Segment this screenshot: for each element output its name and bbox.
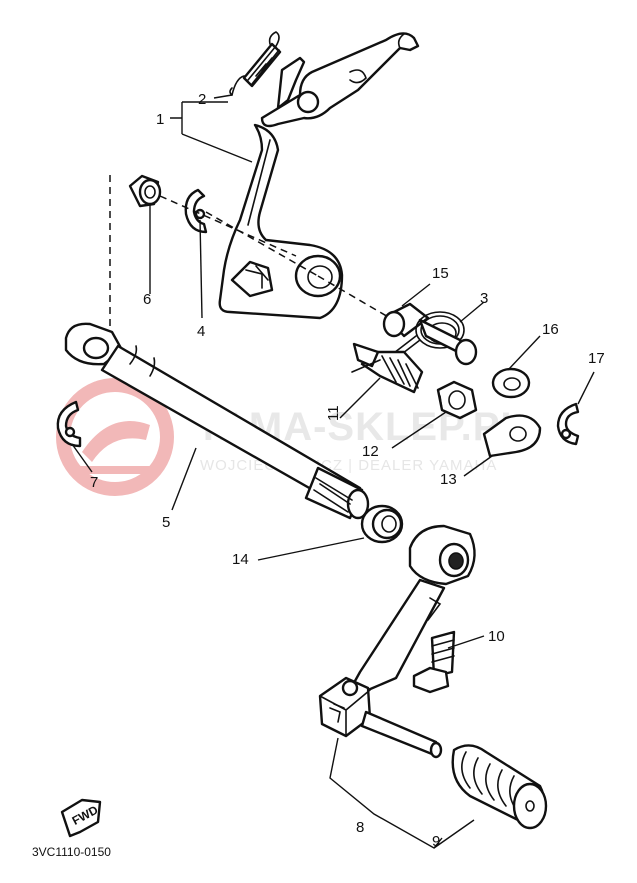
callout-3: 3 (480, 290, 488, 307)
callout-16: 16 (542, 321, 559, 338)
part-5-shift-shaft (64, 322, 370, 520)
callout-2: 2 (198, 91, 206, 108)
callout-17: 17 (588, 350, 605, 367)
part-9-rubber-cover (451, 744, 548, 830)
part-17-circlip (556, 402, 580, 446)
part-8-shift-pedal (318, 524, 476, 759)
callout-numbers: 1 2 3 4 5 6 7 8 9 10 11 12 13 14 15 16 1… (90, 91, 605, 850)
part-7-circlip (56, 400, 82, 448)
part-15-collar (382, 302, 430, 338)
callout-15: 15 (432, 265, 449, 282)
callout-12: 12 (362, 443, 379, 460)
callout-9: 9 (432, 833, 440, 850)
fwd-arrow-icon: FWD (60, 798, 102, 838)
callout-14: 14 (232, 551, 249, 568)
callout-6: 6 (143, 291, 151, 308)
callout-13: 13 (440, 471, 457, 488)
callout-10: 10 (488, 628, 505, 645)
callout-8: 8 (356, 819, 364, 836)
part-10-bolt (412, 630, 456, 694)
leader-lines (71, 94, 595, 849)
part-4-circlip (184, 188, 208, 234)
part-11-bolt (351, 342, 424, 394)
callout-4: 4 (197, 323, 205, 340)
callout-11: 11 (325, 405, 342, 421)
part-13-lock-washer (482, 414, 542, 458)
callout-1: 1 (156, 111, 164, 128)
part-14-oil-seal (360, 504, 404, 544)
callout-5: 5 (162, 514, 170, 531)
callout-7: 7 (90, 474, 98, 491)
diagram-code: 3VC1110-0150 (32, 845, 111, 859)
part-12-nut (436, 380, 478, 420)
part-2-spring (229, 31, 282, 96)
part-16-washer (491, 367, 531, 399)
part-6-collar (128, 174, 162, 208)
part-3-torsion-spring (389, 311, 478, 366)
